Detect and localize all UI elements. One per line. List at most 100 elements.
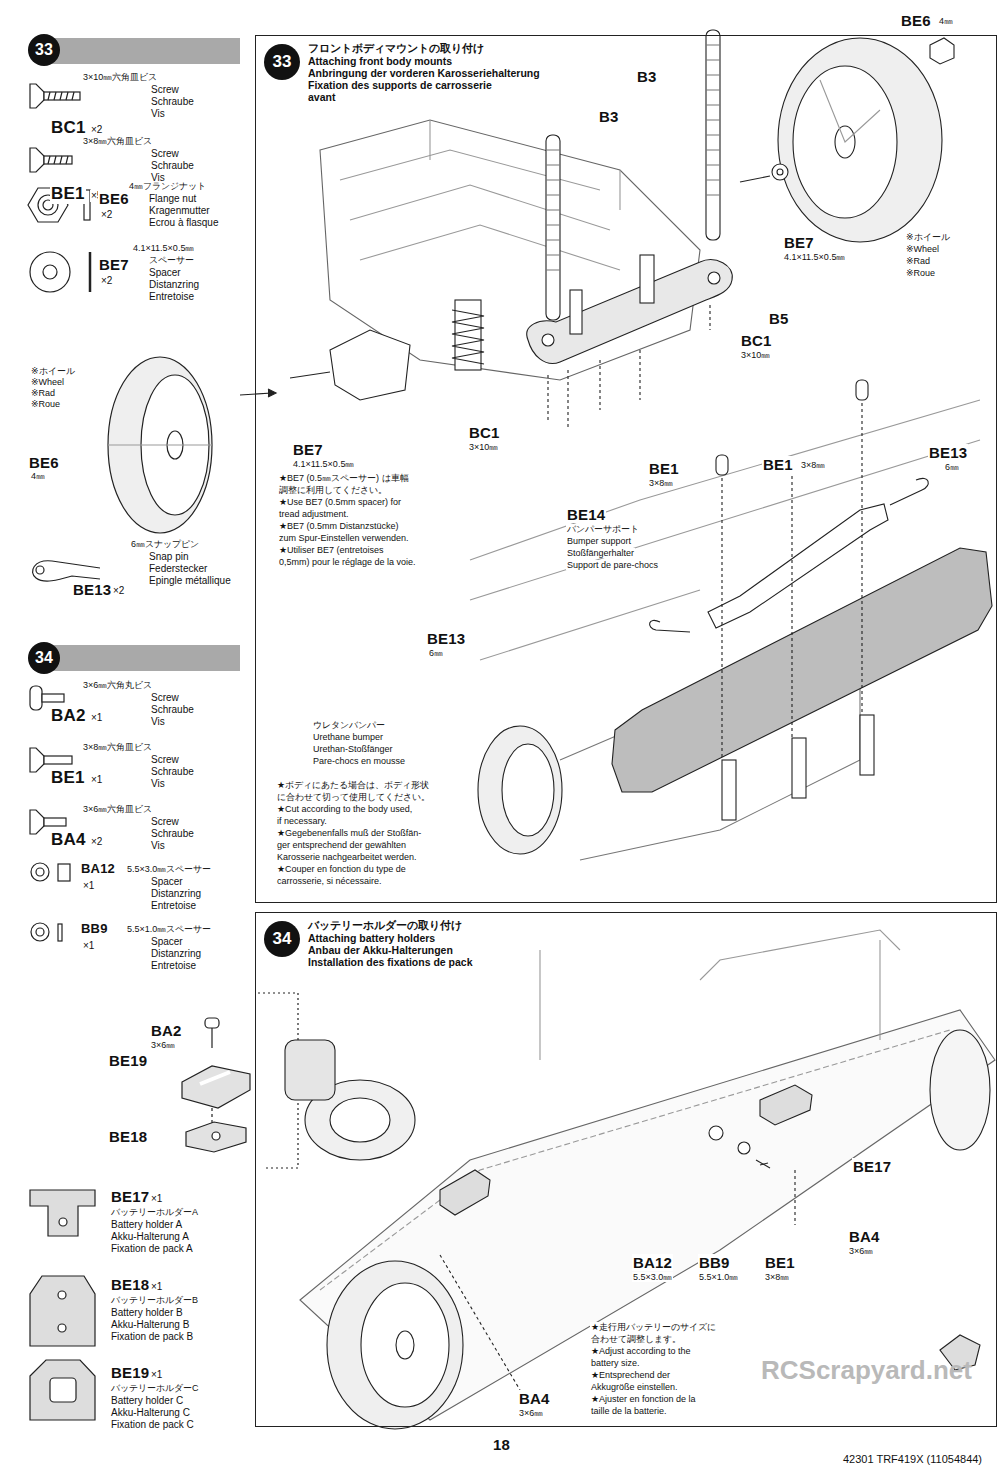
art-shape <box>30 810 44 834</box>
label-text: 3×8㎜六角皿ビス <box>82 136 153 146</box>
label-text: 5.5×3.0㎜ <box>632 1272 673 1282</box>
art-shape <box>860 715 874 775</box>
art-shape <box>792 738 806 798</box>
part-code: BE1 <box>50 768 86 788</box>
art-shape <box>43 265 57 279</box>
art-shape <box>542 334 554 346</box>
label-text: Fixation de pack C <box>110 1419 195 1431</box>
label-text: バンパーサポート <box>566 524 640 534</box>
art-shape <box>30 148 44 172</box>
step-number-text: 34 <box>273 929 292 949</box>
label-text: Schraube <box>150 704 195 716</box>
step-number: 33 <box>28 34 60 66</box>
label-text: Stoßfängerhalter <box>566 548 635 558</box>
art-shape <box>186 1122 246 1152</box>
art-shape <box>778 38 942 242</box>
art-shape <box>182 1066 250 1108</box>
label-text: Akku-Halterung A <box>110 1231 190 1243</box>
label-text: ×1 <box>82 880 95 892</box>
part-code: BA12 <box>80 862 116 877</box>
part-code: BC1 <box>740 332 773 349</box>
art-shape <box>777 169 783 175</box>
label-text: 3×8㎜六角皿ビス <box>82 742 153 752</box>
label-text: 42301 TRF419X (11054844) <box>842 1453 983 1466</box>
art-shape <box>650 620 690 632</box>
label-text: ×1 <box>150 1193 163 1205</box>
label-text: 5.5×1.0㎜ <box>698 1272 739 1282</box>
part-code: BE13 <box>72 581 112 598</box>
part-code: BE14 <box>566 506 606 523</box>
art-shape <box>706 30 720 240</box>
part-code: BE17 <box>852 1158 892 1175</box>
label-text: Snap pin <box>148 551 189 563</box>
art-shape <box>930 38 954 64</box>
art-shape <box>36 566 44 574</box>
label-text: Urethan-Stoßfänger <box>312 744 394 754</box>
art-shape <box>706 45 720 195</box>
label-text: Bumper support <box>566 536 632 546</box>
label-text: ★走行用バッテリーのサイズに <box>590 1322 717 1332</box>
art-shape <box>440 1170 490 1215</box>
label-text: zum Spur-Einstellen verwenden. <box>278 533 410 543</box>
label-text: ※Roue <box>30 399 61 409</box>
art-shape <box>44 92 80 100</box>
art-shape <box>36 868 44 876</box>
label-text: Screw <box>150 754 180 766</box>
art-shape <box>700 930 900 980</box>
label-text: ×1 <box>90 774 103 786</box>
part-code: BE19 <box>108 1052 148 1069</box>
label-text: Support de pare-chocs <box>566 560 659 570</box>
label-text: 合わせて調整します。 <box>590 1334 682 1344</box>
art-shape <box>722 385 862 760</box>
art-shape <box>772 164 788 180</box>
label-text: ※Roue <box>905 268 936 278</box>
label-text: ★Couper en fonction du type de <box>276 864 407 874</box>
part-code: BA4 <box>848 1228 881 1245</box>
label-text: Distanzring <box>150 948 202 960</box>
step-number-text: 33 <box>35 41 53 59</box>
label-text: Flange nut <box>148 193 197 205</box>
label-text: 6㎜ <box>944 462 960 472</box>
art-shape <box>58 1291 66 1299</box>
art-shape <box>709 1126 723 1140</box>
label-text: 3×6㎜ <box>518 1408 544 1418</box>
label-text: Kragenmutter <box>148 205 211 217</box>
art-shape <box>430 120 620 210</box>
art-shape <box>59 1218 67 1226</box>
part-code: B3 <box>598 108 620 125</box>
art-shape <box>546 135 560 320</box>
label-text: 0,5mm) pour le réglage de la voie. <box>278 557 417 567</box>
label-text: battery size. <box>590 1358 641 1368</box>
art-shape <box>722 760 736 820</box>
label-text: 5.5×1.0㎜スペーサー <box>126 924 212 934</box>
art-shape <box>440 1170 795 1390</box>
art-shape <box>30 1190 95 1236</box>
art-shape <box>340 150 620 270</box>
label-text: ★Utiliser BE7 (entretoises <box>278 545 385 555</box>
part-code: BE6 <box>98 190 130 207</box>
art-shape <box>44 156 72 164</box>
part-code: BE1 <box>764 1254 796 1271</box>
part-code: BE7 <box>292 441 324 458</box>
part-code: BC1 <box>50 118 87 138</box>
step-number-text: 34 <box>35 649 53 667</box>
art-shape <box>740 176 770 182</box>
step-heading: Installation des fixations de pack <box>308 956 473 968</box>
art-shape <box>290 372 330 378</box>
label-text: Schraube <box>150 766 195 778</box>
art-shape <box>820 80 880 142</box>
label-text: if necessary. <box>276 816 328 826</box>
art-shape <box>856 380 868 400</box>
label-text: Federstecker <box>148 563 208 575</box>
label-text: スペーサー <box>148 255 195 265</box>
part-code: BE17 <box>110 1188 150 1205</box>
art-shape <box>502 744 554 836</box>
part-code: BE6 <box>900 12 932 29</box>
art-shape <box>300 1010 995 1420</box>
art-shape <box>478 726 562 854</box>
art-shape <box>327 1261 463 1429</box>
label-text: ★Entsprechend der <box>590 1370 671 1380</box>
label-text: ★Cut according to the body used, <box>276 804 413 814</box>
label-text: Schraube <box>150 160 195 172</box>
label-text: Screw <box>150 692 180 704</box>
